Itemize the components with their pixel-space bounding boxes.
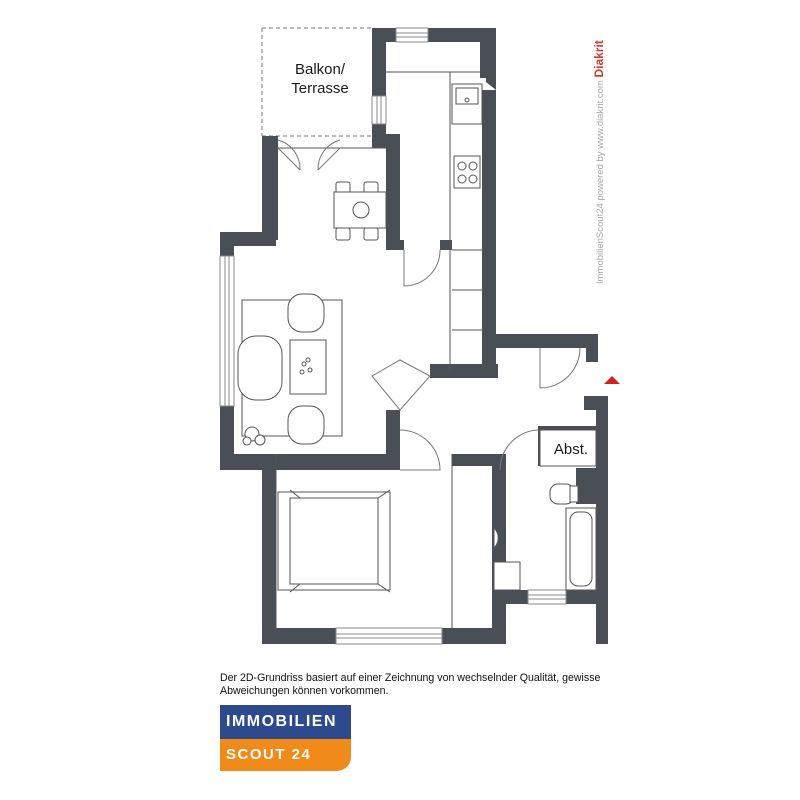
entrance-marker (604, 376, 620, 384)
disclaimer: Der 2D-Grundriss basiert auf einer Zeich… (220, 672, 601, 697)
doors (277, 139, 581, 471)
partitions (275, 71, 482, 628)
logo-top: IMMOBILIEN (220, 705, 351, 739)
logo-bottom: SCOUT 24 (220, 739, 351, 771)
watermark-text: ImmobilienScout24 powered by www.diakrit… (595, 80, 606, 284)
balcony-outline (261, 27, 372, 137)
balcony-label: Balkon/ Terrasse (291, 61, 349, 97)
watermark-brand: Diakrit (592, 40, 606, 78)
dining-table (333, 181, 387, 241)
living-furniture (237, 293, 343, 446)
bed (277, 489, 391, 593)
walls (220, 28, 608, 644)
storage-label: Abst. (553, 441, 589, 458)
immobilienscout24-logo: IMMOBILIEN SCOUT 24 (220, 705, 351, 771)
windows (219, 27, 567, 645)
kitchen (451, 83, 483, 331)
bathroom-fixtures (493, 429, 597, 591)
